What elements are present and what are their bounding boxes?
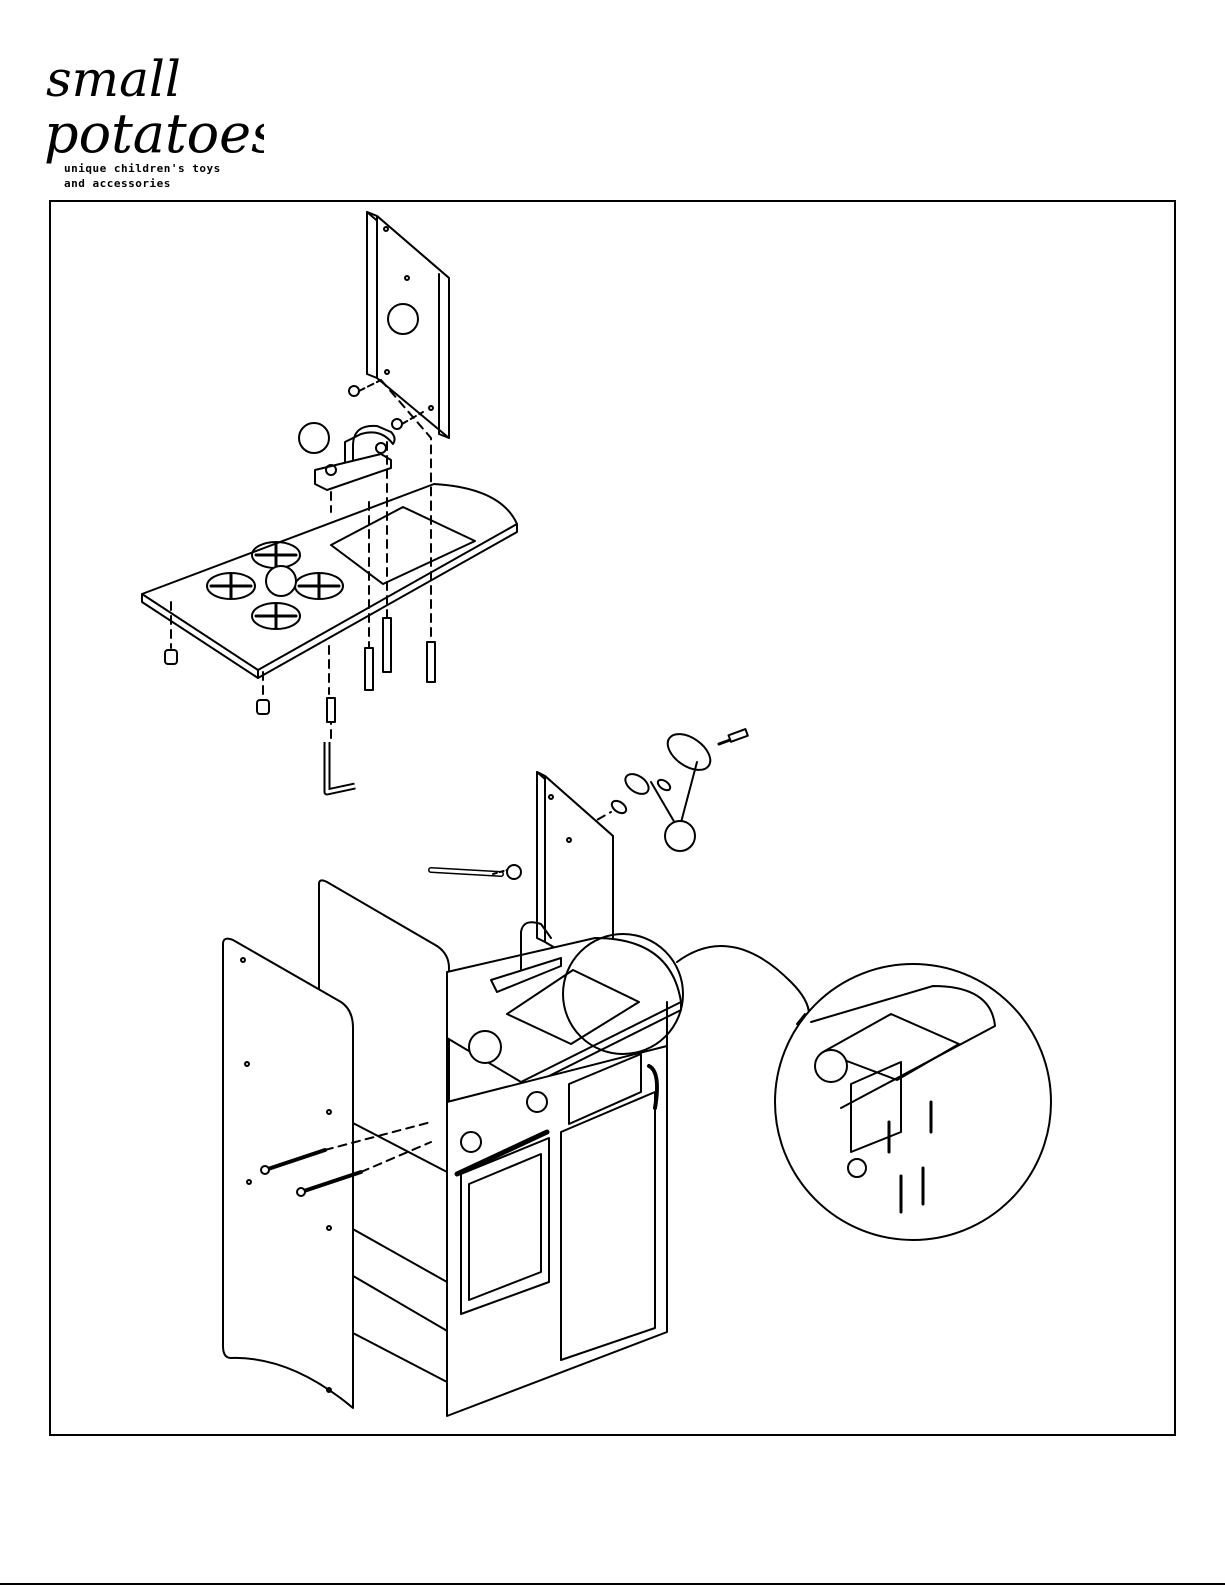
assembly-diagram-frame — [49, 200, 1176, 1436]
cabinet-icon — [319, 880, 681, 1416]
faucet-icon — [299, 423, 395, 490]
hex-key-icon — [327, 742, 355, 792]
brand-tagline-1: unique children's toys — [64, 162, 221, 175]
part-marker — [299, 423, 329, 453]
back-panel-icon — [367, 212, 449, 438]
brand-logo: small potatoes unique children's toys an… — [44, 52, 264, 202]
wrench-icon — [431, 865, 521, 879]
brand-line1: small — [46, 52, 181, 108]
brand-line2: potatoes — [44, 102, 264, 165]
brand-tagline-2: and accessories — [64, 177, 171, 190]
side-panel-icon — [223, 939, 353, 1408]
part-marker — [266, 566, 296, 596]
part-marker — [388, 304, 418, 334]
brand-logo-mark: small potatoes — [44, 52, 264, 167]
part-marker — [665, 821, 695, 851]
assembly-diagram — [51, 202, 1174, 1434]
